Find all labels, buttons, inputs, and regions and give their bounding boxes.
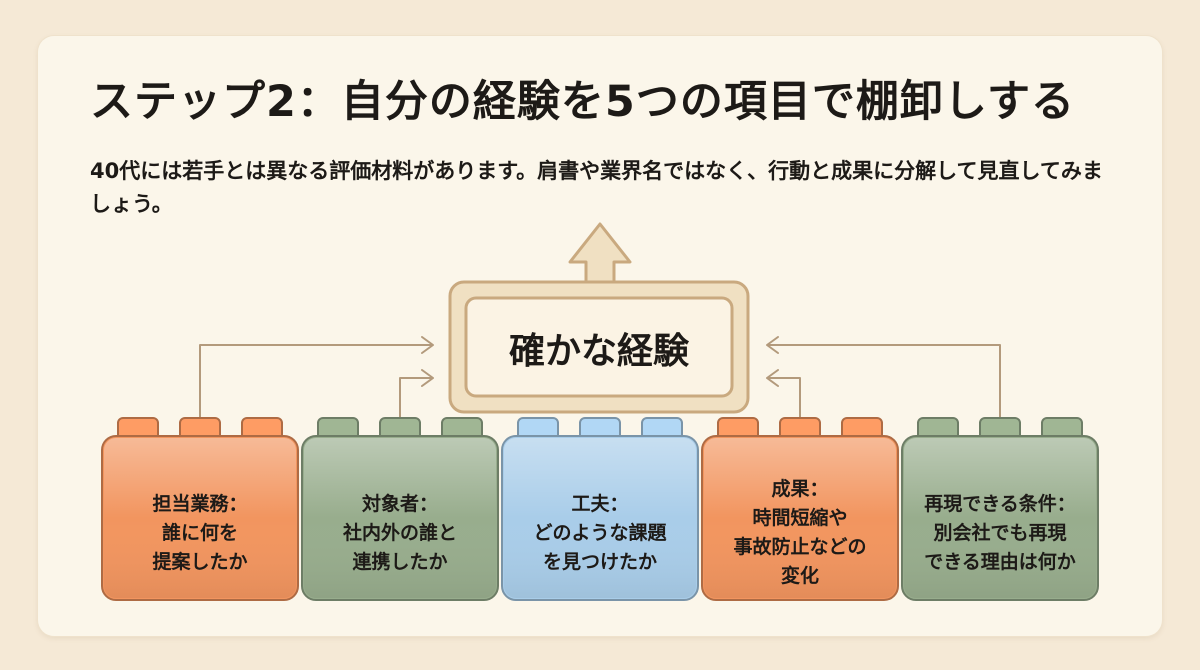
block-2-line-3: 連携したか	[352, 550, 448, 573]
connector-lines	[199, 336, 1001, 421]
block-3-shading	[504, 438, 696, 598]
block-5	[901, 417, 1099, 601]
block-1-shading	[104, 438, 296, 598]
block-1-text: 担当業務： 誰に何を提案したか	[108, 478, 292, 588]
block-1	[101, 417, 299, 601]
block-5-line-1: 再現できる条件：	[924, 492, 1076, 515]
block-2	[301, 417, 499, 601]
block-2-text: 対象者： 社内外の誰と連携したか	[308, 478, 492, 588]
block-3-line-1: 工夫：	[571, 492, 629, 515]
block-3-text: 工夫： どのような課題を見つけたか	[508, 478, 692, 588]
blocks-layer	[101, 417, 1099, 601]
up-arrow-icon	[568, 222, 632, 288]
page-title: ステップ2：自分の経験を5つの項目で棚卸しする	[90, 77, 1075, 127]
center-box-inner	[464, 296, 734, 398]
arrowhead-block-5	[766, 336, 779, 354]
connector-block-4	[767, 377, 801, 421]
connector-block-1	[199, 344, 433, 421]
block-3	[501, 417, 699, 601]
block-1-line-1: 担当業務：	[152, 492, 248, 515]
block-5-line-3: できる理由は何か	[924, 550, 1076, 573]
block-5-shading	[904, 438, 1096, 598]
block-4-text: 成果： 時間短縮や事故防止などの変化	[708, 478, 892, 588]
block-2-shading	[304, 438, 496, 598]
block-4-line-1: 成果：	[771, 478, 829, 500]
arrowhead-block-1	[421, 336, 434, 354]
page-subtitle: 40代には若手とは異なる評価材料があります。肩書や業界名ではなく、行動と成果に分…	[90, 159, 1103, 216]
block-2-line-1: 対象者：	[361, 492, 438, 515]
block-4-line-4: 変化	[780, 565, 819, 587]
arrowhead-block-4	[766, 369, 779, 387]
arrowhead-block-2	[421, 369, 434, 387]
block-1-line-2: 誰に何を	[161, 521, 238, 544]
block-5-line-2: 別会社でも再現	[933, 521, 1067, 544]
block-3-line-3: を見つけたか	[542, 550, 657, 573]
block-3-line-2: どのような課題	[533, 521, 667, 544]
connector-block-2	[399, 377, 433, 421]
center-label: 確かな経験	[508, 331, 689, 372]
block-4-line-2: 時間短縮や	[752, 507, 848, 529]
block-5-text: 再現できる条件： 別会社でも再現できる理由は何か	[908, 478, 1092, 588]
block-1-line-3: 提案したか	[152, 550, 248, 573]
block-4-line-3: 事故防止などの	[733, 536, 867, 558]
block-4	[701, 417, 899, 601]
block-2-line-2: 社内外の誰と	[342, 521, 457, 544]
connector-block-5	[767, 344, 1001, 421]
block-4-shading	[704, 438, 896, 598]
